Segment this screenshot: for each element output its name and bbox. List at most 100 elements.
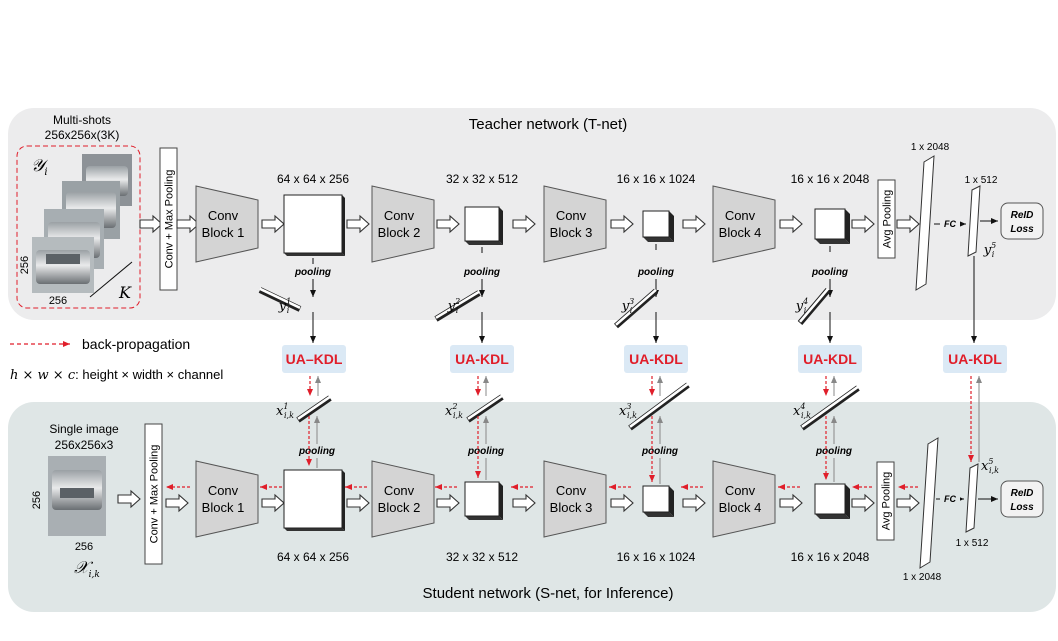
student-fc-input-vector xyxy=(919,437,939,569)
teacher-conv-block-3 xyxy=(543,185,607,263)
teacher-reid-loss-label-1: ReID xyxy=(1011,210,1034,221)
student-avg-pooling xyxy=(876,461,895,541)
student-input-size: 256x256x3 xyxy=(55,438,114,452)
teacher-feature-map-4 xyxy=(814,208,846,240)
student-feature-map-2 xyxy=(464,481,500,517)
student-reid-loss-label-1: ReID xyxy=(1011,488,1034,499)
student-size-label-3: 16 x 16 x 1024 xyxy=(617,550,696,564)
student-feature-map-4-bottom xyxy=(815,514,850,519)
teacher-conv-block-1 xyxy=(195,185,259,263)
teacher-conv-block-4-label-1: Conv xyxy=(725,208,756,223)
teacher-conv-block-2 xyxy=(371,185,435,263)
teacher-block-arrow-1 xyxy=(261,214,285,234)
student-fc-label-bg xyxy=(940,491,960,505)
teacher-conv-block-1-label-1: Conv xyxy=(208,208,239,223)
student-fc-out-label: 1 x 512 xyxy=(956,538,989,549)
teacher-feature-map-2-bottom xyxy=(465,241,503,245)
teacher-pooling-label-1: pooling xyxy=(294,267,331,278)
student-size-label-4: 16 x 16 x 2048 xyxy=(791,550,870,564)
student-input-height: 256 xyxy=(31,491,43,509)
teacher-panel xyxy=(8,108,1056,320)
teacher-feature-map-2 xyxy=(464,206,500,242)
teacher-block-arrow-3 xyxy=(610,214,634,234)
teacher-title: Teacher network (T-net) xyxy=(469,116,627,133)
kdl-box-5 xyxy=(943,345,1007,373)
student-feature-vector-3 xyxy=(629,382,689,428)
kdl-label-1: UA–KDL xyxy=(286,351,343,367)
dims-legend: h × w × c: height × width × channel xyxy=(10,367,223,383)
teacher-fc-input-vector xyxy=(915,155,935,291)
teacher-input-height: 256 xyxy=(19,256,31,274)
teacher-feature-map-3 xyxy=(642,210,670,238)
kdl-label-2: UA-KDL xyxy=(455,351,509,367)
student-input-title: Single image xyxy=(49,422,119,436)
student-avgpool-in-arrow xyxy=(851,493,875,513)
teacher-size-label-3: 16 x 16 x 1024 xyxy=(617,172,696,186)
teacher-fc-label: FC xyxy=(944,219,956,229)
multishot-frame xyxy=(16,145,141,309)
student-block-arrow-3 xyxy=(610,493,634,513)
teacher-input-width: 256 xyxy=(49,295,67,307)
teacher-conv-block-3-label-2: Block 3 xyxy=(550,225,593,240)
teacher-size-label-4: 16 x 16 x 2048 xyxy=(791,172,870,186)
teacher-embedding-vector xyxy=(967,185,981,257)
student-conv-block-1-label-2: Block 1 xyxy=(202,500,245,515)
student-feature-vector-4 xyxy=(801,385,859,428)
teacher-input-title: Multi-shots xyxy=(53,113,111,127)
student-feature-vector-1 xyxy=(297,395,331,420)
student-reid-loss-label-2: Loss xyxy=(1010,502,1034,513)
teacher-conv-block-4-label-2: Block 4 xyxy=(719,225,762,240)
teacher-reid-loss xyxy=(1000,202,1044,240)
teacher-cube-arrow-2 xyxy=(512,214,536,234)
student-conv-block-2-label-1: Conv xyxy=(384,483,415,498)
teacher-conv-block-3-label-1: Conv xyxy=(556,208,587,223)
multishot-image-stack xyxy=(32,154,132,293)
student-input-arrow xyxy=(117,489,141,509)
student-feature-map-2-side xyxy=(499,482,503,520)
teacher-feature-vector-4 xyxy=(799,287,829,323)
teacher-input-size: 256x256x(3K) xyxy=(45,128,120,142)
kdl-box-1 xyxy=(282,345,346,373)
teacher-avg-pooling-label: Avg Pooling xyxy=(882,190,894,249)
student-fc-label: FC xyxy=(944,494,956,504)
student-stem-arrow xyxy=(165,493,189,513)
teacher-block-arrow-2 xyxy=(436,214,460,234)
student-feature-map-1 xyxy=(283,469,343,529)
student-feature-map-1-bottom xyxy=(284,528,345,531)
teacher-stem-arrow xyxy=(176,214,200,234)
student-conv-block-3-label-2: Block 3 xyxy=(550,500,593,515)
teacher-fc-out-label: 1 x 512 xyxy=(965,175,998,186)
teacher-fc-in-label: 1 x 2048 xyxy=(911,142,950,153)
teacher-avgpool-in-arrow xyxy=(851,214,875,234)
teacher-feature-map-1-side xyxy=(342,195,345,256)
student-conv-block-3-label-1: Conv xyxy=(556,483,587,498)
student-avgpool-out-arrow xyxy=(896,493,920,513)
teacher-cube-arrow-1 xyxy=(346,214,370,234)
student-conv-block-4-label-1: Conv xyxy=(725,483,756,498)
kdl-box-2 xyxy=(450,345,514,373)
teacher-feature-map-1 xyxy=(283,194,343,254)
student-feature-map-4-side xyxy=(845,484,850,519)
student-feature-map-4 xyxy=(814,483,846,515)
student-size-label-1: 64 x 64 x 256 xyxy=(277,550,349,564)
student-conv-block-1 xyxy=(195,460,259,538)
student-conv-block-2-label-2: Block 2 xyxy=(378,500,421,515)
student-conv-block-2 xyxy=(371,460,435,538)
teacher-size-label-1: 64 x 64 x 256 xyxy=(277,172,349,186)
kdl-box-4 xyxy=(798,345,862,373)
teacher-size-label-2: 32 x 32 x 512 xyxy=(446,172,518,186)
teacher-fc-label-bg xyxy=(940,216,960,230)
teacher-pooling-label-3: pooling xyxy=(637,267,674,278)
teacher-conv-block-1-label-2: Block 1 xyxy=(202,225,245,240)
teacher-avg-pooling xyxy=(877,179,896,259)
teacher-feature-vector-2 xyxy=(435,290,480,319)
student-panel xyxy=(8,402,1056,612)
student-pooling-label-4: pooling xyxy=(815,446,852,457)
